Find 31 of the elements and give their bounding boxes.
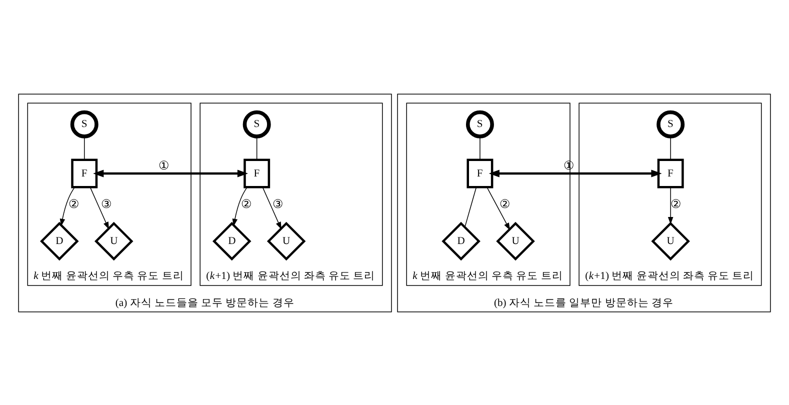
node-diamond: D bbox=[40, 221, 79, 260]
arrow bbox=[232, 186, 248, 226]
connector bbox=[256, 136, 258, 160]
arrow bbox=[90, 186, 110, 230]
edge-label: ② bbox=[670, 196, 682, 211]
node-diamond: U bbox=[651, 221, 690, 260]
arrow bbox=[668, 186, 674, 224]
node-circle: S bbox=[70, 110, 98, 138]
arrow bbox=[60, 186, 75, 226]
arrow bbox=[93, 169, 248, 177]
node-box: F bbox=[466, 158, 494, 188]
node-box: F bbox=[657, 158, 684, 188]
edge-label: ② bbox=[500, 196, 511, 211]
edge-label: ③ bbox=[272, 196, 284, 211]
node-diamond: D bbox=[212, 221, 252, 260]
edge-label: ① bbox=[158, 158, 170, 172]
node-circle: S bbox=[656, 110, 685, 138]
connector bbox=[84, 136, 85, 160]
arrow bbox=[486, 186, 510, 230]
node-circle: S bbox=[242, 110, 271, 138]
connector bbox=[670, 136, 671, 160]
arrow bbox=[262, 186, 282, 230]
connector bbox=[464, 186, 477, 228]
arrow bbox=[488, 169, 662, 177]
edge-label: ② bbox=[240, 196, 252, 211]
node-box: F bbox=[71, 158, 98, 188]
node-box: F bbox=[244, 158, 270, 188]
edge-label: ② bbox=[68, 196, 80, 211]
edge-label: ③ bbox=[101, 196, 112, 211]
node-diamond: D bbox=[442, 221, 480, 260]
node-circle: S bbox=[466, 110, 494, 138]
